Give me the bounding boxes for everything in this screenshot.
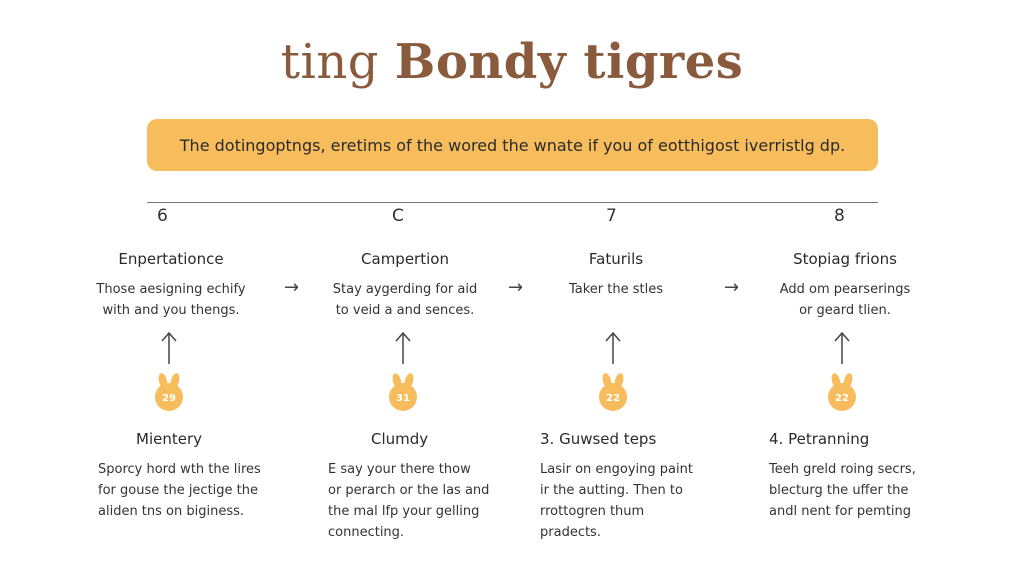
column-2-desc-line: Stay aygerding for aid — [332, 282, 478, 297]
column-4-bottom-line: blecturg the uffer the — [769, 483, 909, 498]
arrow-right-icon: → — [508, 277, 524, 298]
column-4-desc-line: Add om pearserings — [779, 282, 911, 297]
badge-label: 29 — [162, 393, 176, 404]
column-4-desc-line: or geard tlien. — [799, 303, 891, 318]
column-2-desc-line: to veid a and sences. — [335, 303, 475, 318]
page-title: ting Bondy tigres — [0, 34, 1024, 90]
divider-line — [147, 202, 878, 203]
column-2-bottom-line: the mal lfp your gelling — [328, 504, 480, 519]
column-1-desc-line: Those aesigning echify — [96, 282, 246, 297]
column-1-bottom-desc: Sporcy hord wth the lires for gouse the … — [98, 459, 261, 522]
bunny-badge-icon: 22 — [599, 373, 627, 411]
column-1-title: Enpertationce — [118, 250, 224, 268]
column-1-bottom-line: Sporcy hord wth the lires — [98, 462, 261, 477]
column-3-bottom-line: pradects. — [540, 525, 601, 540]
column-3-bottom-title: 3. Guwsed teps — [540, 430, 657, 448]
column-1-bottom-line: aliden tns on biginess. — [98, 504, 245, 519]
column-2-bottom-line: E say your there thow — [328, 462, 471, 477]
banner-text: The dotingoptngs, eretims of the wored t… — [179, 135, 846, 155]
arrow-up-icon — [605, 331, 621, 364]
badge-label: 31 — [396, 393, 410, 404]
column-2-bottom-title: Clumdy — [371, 430, 429, 448]
arrow-up-icon — [395, 331, 411, 364]
badge-label: 22 — [606, 393, 620, 404]
title-light: ting — [280, 34, 395, 90]
column-4-desc: Add om pearserings or geard tlien. — [756, 279, 934, 321]
title-bold: Bondy tigres — [394, 34, 744, 90]
column-2-bottom-desc: E say your there thow or perarch or the … — [328, 459, 489, 543]
column-2-bottom-line: or perarch or the las and — [328, 483, 490, 498]
column-3-bottom-line: rrottogren thum — [540, 504, 645, 519]
column-3-bottom-line: Lasir on engoying paint — [540, 462, 693, 477]
column-1-bottom-title: Mientery — [136, 430, 202, 448]
column-3-number: 7 — [606, 206, 617, 226]
bunny-badge-icon: 31 — [389, 373, 417, 411]
column-4-bottom-line: andl nent for pemting — [769, 504, 912, 519]
column-3-desc-line: Taker the stles — [568, 282, 663, 297]
arrow-right-icon: → — [284, 277, 300, 298]
column-4-number: 8 — [834, 206, 845, 226]
intro-banner: The dotingoptngs, eretims of the wored t… — [147, 119, 878, 171]
arrow-up-icon — [834, 331, 850, 364]
bunny-badge-icon: 22 — [828, 373, 856, 411]
column-1-desc-line: with and you thengs. — [102, 303, 240, 318]
column-2-number: C — [392, 206, 404, 226]
column-2-bottom-line: connecting. — [328, 525, 405, 540]
column-1-number: 6 — [157, 206, 168, 226]
column-3-title: Faturils — [588, 250, 644, 268]
arrow-up-icon — [161, 331, 177, 364]
column-1-bottom-line: for gouse the jectige the — [98, 483, 259, 498]
column-4-bottom-line: Teeh greld roing secrs, — [769, 462, 916, 477]
column-4-bottom-desc: Teeh greld roing secrs, blecturg the uff… — [769, 459, 916, 522]
column-3-desc: Taker the stles — [527, 279, 705, 300]
column-3-bottom-desc: Lasir on engoying paint ir the autting. … — [540, 459, 693, 543]
badge-label: 22 — [835, 393, 849, 404]
column-4-title: Stopiag frions — [793, 250, 897, 268]
column-2-title: Campertion — [361, 250, 449, 268]
arrow-right-icon: → — [724, 277, 740, 298]
bunny-badge-icon: 29 — [155, 373, 183, 411]
column-3-bottom-line: ir the autting. Then to — [540, 483, 683, 498]
column-1-desc: Those aesigning echify with and you then… — [82, 279, 260, 321]
column-4-bottom-title: 4. Petranning — [769, 430, 870, 448]
column-2-desc: Stay aygerding for aid to veid a and sen… — [316, 279, 494, 321]
